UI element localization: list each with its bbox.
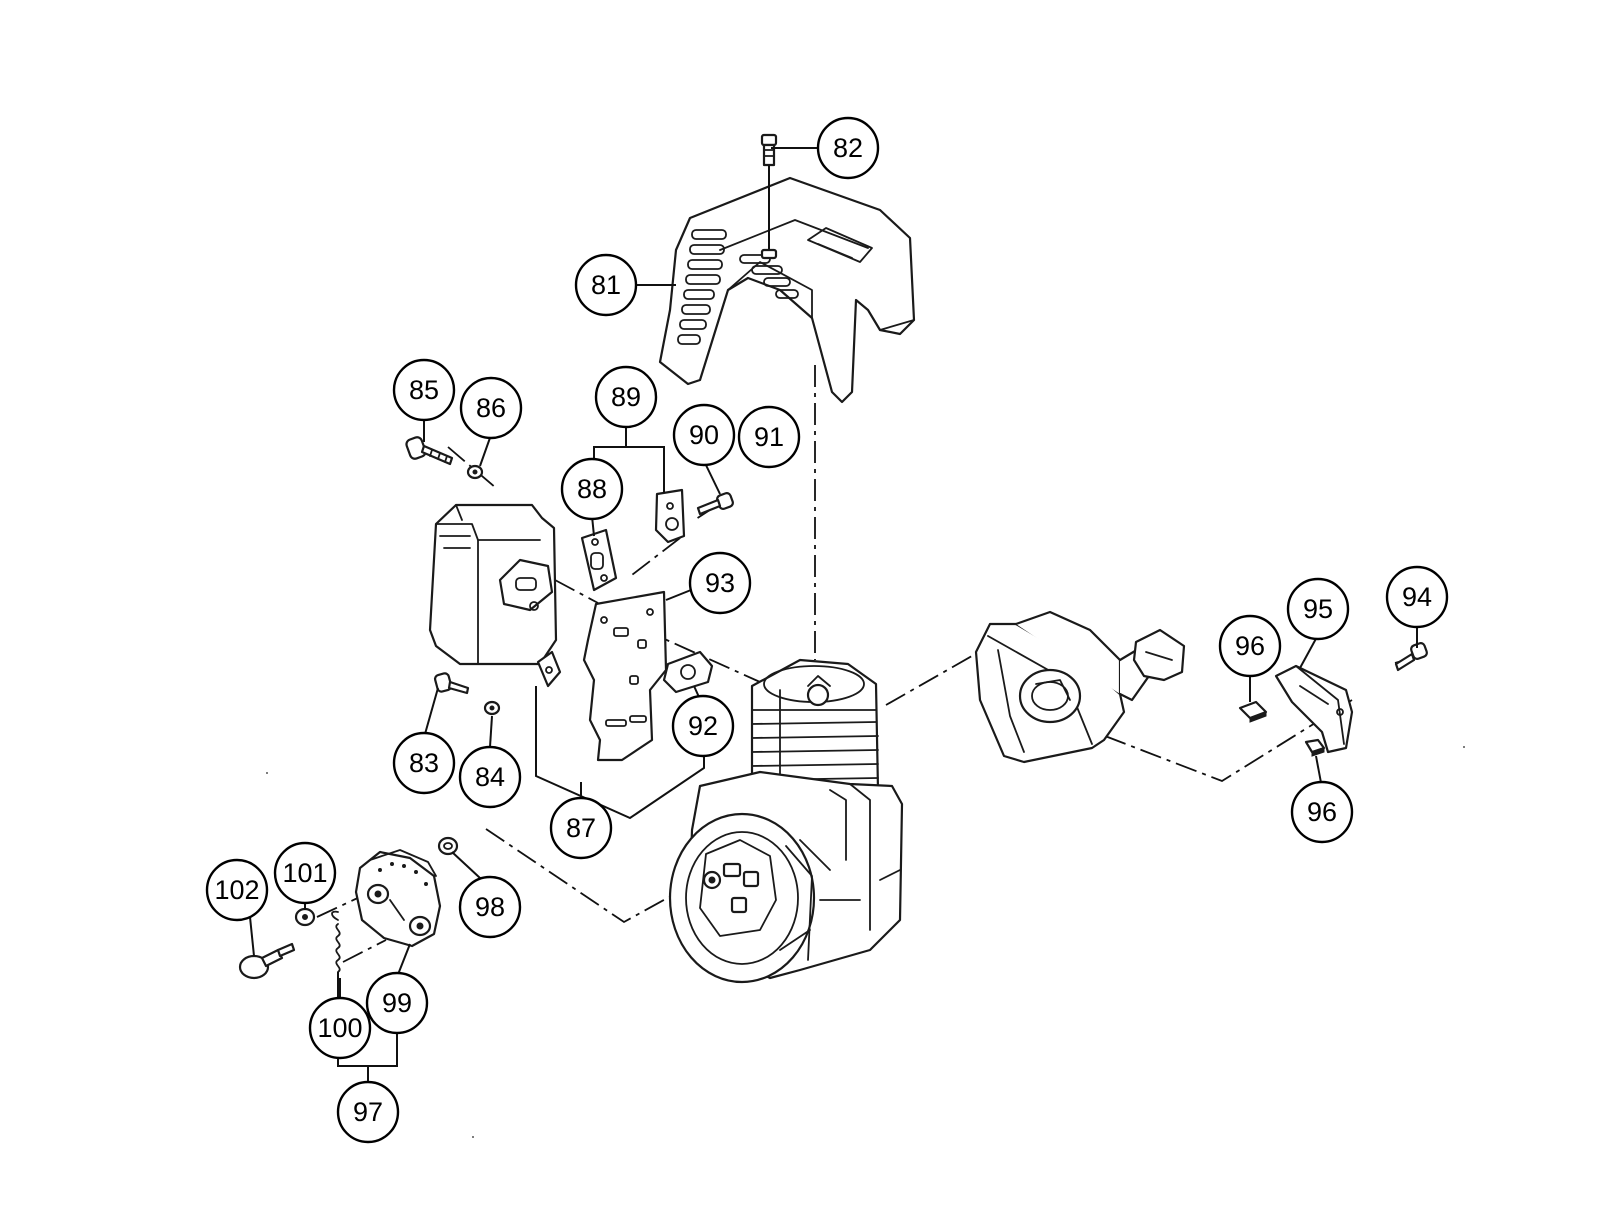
callout-83-label: 83 [409,748,439,778]
muffler [428,503,562,688]
callout-91-label: 91 [754,422,784,452]
callout-100: 100 [308,996,372,1060]
callout-90: 90 [672,403,736,467]
callout-87-label: 87 [566,813,596,843]
heat-plate-part-93 [582,590,668,762]
washer-part-84 [483,700,501,716]
washer-part-101 [294,907,316,927]
pad-part-96-lower [1304,738,1326,757]
bolt-part-102 [238,942,296,980]
flywheel [668,812,831,984]
bolt-part-83 [433,672,470,695]
callout-85: 85 [392,358,456,422]
callout-83: 83 [392,731,456,795]
bolt-part-85 [405,436,454,466]
callout-96-upper: 96 [1218,614,1282,678]
callout-89-label: 89 [611,382,641,412]
callout-86: 86 [459,376,523,440]
callout-84: 84 [458,745,522,809]
callout-96-upper-label: 96 [1235,631,1265,661]
callout-89: 89 [594,365,658,429]
callout-85-label: 85 [409,375,439,405]
callout-86-label: 86 [476,393,506,423]
callout-81: 81 [574,253,638,317]
callout-99: 99 [365,971,429,1035]
callout-94: 94 [1385,565,1449,629]
callout-82: 82 [816,116,880,180]
callout-88-label: 88 [577,474,607,504]
callout-102-label: 102 [214,875,259,905]
clutch-shoes-part-99 [354,849,442,948]
screw-part-90 [696,492,734,516]
callout-92-label: 92 [688,711,718,741]
callout-92: 92 [671,694,735,758]
recoil-starter [974,610,1186,764]
callout-100-label: 100 [317,1013,362,1043]
callout-97: 97 [336,1080,400,1144]
callout-90-label: 90 [689,420,719,450]
scan-specks [266,746,1465,1138]
callout-93-label: 93 [705,568,735,598]
callout-96-lower: 96 [1290,780,1354,844]
callout-87: 87 [549,796,613,860]
gasket-part-88 [580,528,618,592]
spring-part-100 [331,910,341,973]
callout-84-label: 84 [475,762,505,792]
callout-101-label: 101 [282,858,327,888]
callout-98: 98 [458,875,522,939]
callout-99-label: 99 [382,988,412,1018]
gasket-part-92 [662,650,714,694]
callout-96-lower-label: 96 [1307,797,1337,827]
callout-88: 88 [560,457,624,521]
pad-part-96-upper [1238,700,1268,723]
bracket-part-89 [654,488,686,544]
callout-93: 93 [688,551,752,615]
callout-91: 91 [737,405,801,469]
bracket-part-95 [1274,664,1354,754]
callout-98-label: 98 [475,892,505,922]
callout-97-label: 97 [353,1097,383,1127]
top-cover-part-81 [658,176,916,404]
callout-95: 95 [1286,577,1350,641]
callout-94-label: 94 [1402,582,1432,612]
callout-82-label: 82 [833,133,863,163]
engine-cylinder [750,658,880,810]
washer-part-98 [437,836,459,856]
washer-part-86 [466,464,484,480]
callout-101: 101 [273,841,337,905]
callout-95-label: 95 [1303,594,1333,624]
callout-81-label: 81 [591,270,621,300]
bolt-part-94 [1394,642,1428,672]
screw-part-82 [760,133,778,260]
callout-102: 102 [205,858,269,922]
